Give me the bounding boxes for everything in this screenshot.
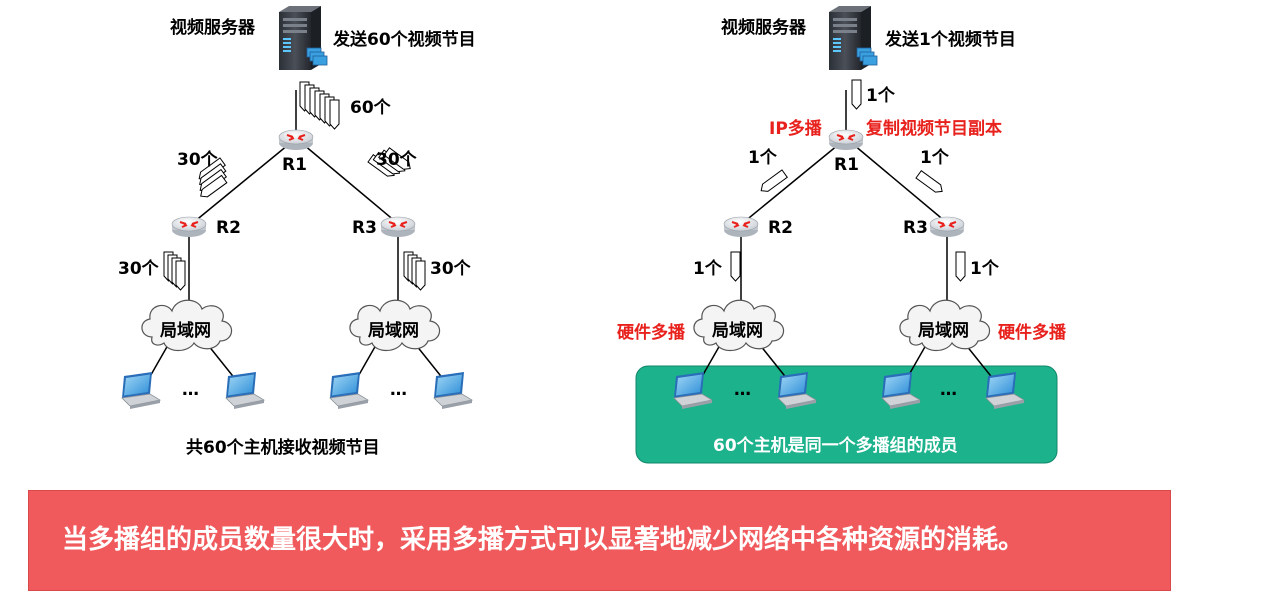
- right-to-r2-count: 1个: [748, 148, 777, 168]
- right-to-r3-count: 1个: [920, 148, 949, 168]
- left-lan-label-1: 局域网: [160, 321, 211, 341]
- left-r2-label: R2: [216, 218, 241, 238]
- link-lan1-host-b: [759, 344, 789, 381]
- router-icon: [278, 129, 314, 151]
- left-lan-label-2: 局域网: [368, 321, 419, 341]
- packet-icon: [851, 79, 862, 110]
- packet-stack-icon: [299, 81, 340, 130]
- left-to-r3-count: 30个: [376, 150, 417, 170]
- right-r3-down-count: 1个: [970, 259, 999, 279]
- conclusion-banner: 当多播组的成员数量很大时，采用多播方式可以显著地减少网络中各种资源的消耗。: [28, 490, 1171, 591]
- server-packet-icon: [306, 47, 328, 66]
- right-r2-label: R2: [768, 218, 793, 238]
- left-unicast-diagram: [121, 6, 473, 410]
- left-server-label: 视频服务器: [170, 18, 255, 38]
- right-r1-label: R1: [834, 155, 859, 175]
- laptop-icon: [329, 371, 369, 410]
- link-r1-r2: [743, 144, 839, 223]
- right-ellipsis-1: …: [734, 380, 751, 400]
- left-ellipsis-2: …: [390, 380, 407, 400]
- right-r3-label: R3: [903, 218, 928, 238]
- packet-stack-icon: [163, 251, 186, 291]
- hw-multicast-right-label: 硬件多播: [998, 323, 1066, 343]
- link-r1-r3: [853, 144, 947, 223]
- laptop-icon: [121, 371, 161, 410]
- right-server-label: 视频服务器: [721, 18, 806, 38]
- packet-icon: [915, 170, 946, 196]
- router-icon: [723, 216, 759, 238]
- right-lan-label-2: 局域网: [918, 321, 969, 341]
- laptop-icon: [225, 371, 265, 410]
- left-r3-down-count: 30个: [430, 259, 471, 279]
- copy-program-label: 复制视频节目副本: [866, 119, 1002, 139]
- link-lan2-host-b: [965, 344, 995, 381]
- left-ellipsis-1: …: [182, 380, 199, 400]
- left-caption: 共60个主机接收视频节目: [186, 438, 380, 458]
- laptop-icon: [433, 371, 473, 410]
- left-to-r2-count: 30个: [177, 150, 218, 170]
- ip-multicast-label: IP多播: [769, 119, 822, 139]
- left-r2-down-count: 30个: [118, 259, 159, 279]
- router-icon: [380, 216, 416, 238]
- router-icon: [929, 216, 965, 238]
- link-lan1-host-b: [207, 344, 237, 381]
- right-ellipsis-2: …: [940, 380, 957, 400]
- right-send-label: 发送1个视频节目: [885, 30, 1016, 50]
- left-r1-label: R1: [282, 155, 307, 175]
- router-icon: [828, 129, 864, 151]
- packet-stack-icon: [403, 251, 426, 291]
- group-caption: 60个主机是同一个多播组的成员: [713, 436, 958, 456]
- packet-icon: [730, 251, 741, 282]
- server-packet-icon: [856, 47, 878, 66]
- right-multicast-diagram: [635, 6, 1058, 464]
- right-r2-down-count: 1个: [693, 259, 722, 279]
- multicast-group-box: [635, 365, 1058, 464]
- conclusion-text: 当多播组的成员数量很大时，采用多播方式可以显著地减少网络中各种资源的消耗。: [62, 525, 1025, 555]
- left-r3-label: R3: [352, 218, 377, 238]
- left-send-label: 发送60个视频节目: [333, 30, 476, 50]
- router-icon: [171, 216, 207, 238]
- left-server-count: 60个: [350, 98, 391, 118]
- right-lan-label-1: 局域网: [712, 321, 763, 341]
- link-lan2-host-b: [415, 344, 445, 381]
- link-r1-r2: [193, 144, 289, 223]
- link-r1-r3: [303, 144, 397, 223]
- hw-multicast-left-label: 硬件多播: [617, 323, 685, 343]
- right-server-count: 1个: [866, 86, 895, 106]
- packet-icon: [955, 251, 966, 282]
